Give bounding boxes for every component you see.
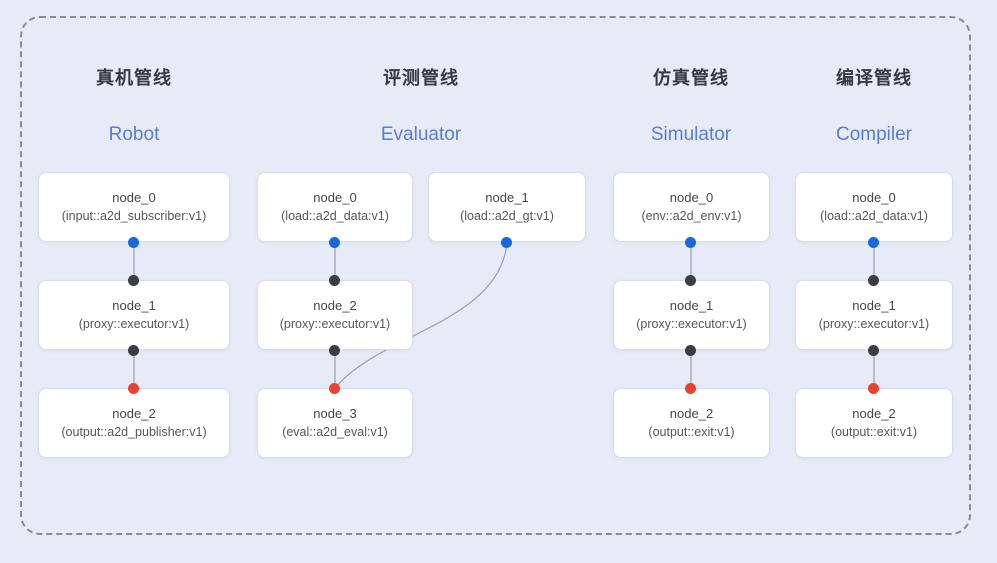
node-name: node_2	[669, 406, 714, 422]
node-type: (output::exit:v1)	[648, 424, 735, 439]
port-output-icon	[329, 345, 340, 356]
port-output-icon	[329, 237, 340, 248]
port-output-icon	[685, 345, 696, 356]
port-input-icon	[128, 275, 139, 286]
node-compiler-node0[interactable]: node_0 (load::a2d_data:v1)	[795, 172, 953, 242]
node-evaluator-node0[interactable]: node_0 (load::a2d_data:v1)	[257, 172, 413, 242]
port-output-icon	[868, 237, 879, 248]
node-type: (load::a2d_data:v1)	[820, 208, 928, 223]
node-type: (env::a2d_env:v1)	[641, 208, 742, 223]
node-simulator-node2[interactable]: node_2 (output::exit:v1)	[613, 388, 770, 458]
node-simulator-node0[interactable]: node_0 (env::a2d_env:v1)	[613, 172, 770, 242]
node-name: node_1	[852, 298, 896, 314]
port-output-icon	[128, 237, 139, 248]
dashed-border-frame	[20, 16, 971, 535]
node-type: (input::a2d_subscriber:v1)	[61, 208, 207, 223]
node-type: (load::a2d_gt:v1)	[460, 208, 554, 223]
node-evaluator-node3[interactable]: node_3 (eval::a2d_eval:v1)	[257, 388, 413, 458]
node-robot-node0[interactable]: node_0 (input::a2d_subscriber:v1)	[38, 172, 230, 242]
port-input-icon	[685, 275, 696, 286]
node-name: node_0	[313, 190, 357, 206]
node-simulator-node1[interactable]: node_1 (proxy::executor:v1)	[613, 280, 770, 350]
pipeline-title-en-simulator: Simulator	[650, 124, 732, 145]
node-name: node_0	[112, 190, 156, 206]
port-input-icon	[329, 275, 340, 286]
node-type: (proxy::executor:v1)	[279, 316, 391, 331]
node-name: node_3	[313, 406, 357, 422]
node-name: node_2	[112, 406, 156, 422]
node-robot-node1[interactable]: node_1 (proxy::executor:v1)	[38, 280, 230, 350]
node-name: node_1	[112, 298, 156, 314]
pipeline-title-en-compiler: Compiler	[835, 124, 913, 145]
node-compiler-node1[interactable]: node_1 (proxy::executor:v1)	[795, 280, 953, 350]
node-type: (output::exit:v1)	[830, 424, 918, 439]
node-robot-node2[interactable]: node_2 (output::a2d_publisher:v1)	[38, 388, 230, 458]
port-input-icon	[868, 275, 879, 286]
port-output-icon	[128, 345, 139, 356]
pipeline-title-en-evaluator: Evaluator	[380, 124, 462, 145]
port-output-icon	[685, 237, 696, 248]
node-type: (proxy::executor:v1)	[636, 316, 747, 331]
pipeline-title-en-robot: Robot	[108, 124, 160, 145]
node-name: node_0	[852, 190, 896, 206]
node-evaluator-node1[interactable]: node_1 (load::a2d_gt:v1)	[428, 172, 586, 242]
port-output-icon	[501, 237, 512, 248]
port-input-icon	[685, 383, 696, 394]
node-name: node_1	[669, 298, 714, 314]
node-name: node_2	[313, 298, 357, 314]
connector-evaluator-n1-n3-curve	[335, 242, 508, 388]
node-type: (output::a2d_publisher:v1)	[61, 424, 207, 439]
node-type: (eval::a2d_eval:v1)	[282, 424, 388, 439]
node-evaluator-node2[interactable]: node_2 (proxy::executor:v1)	[257, 280, 413, 350]
node-name: node_0	[669, 190, 714, 206]
node-name: node_2	[852, 406, 896, 422]
node-name: node_1	[485, 190, 529, 206]
pipeline-title-zh-robot: 真机管线	[96, 68, 172, 88]
node-type: (proxy::executor:v1)	[78, 316, 190, 331]
node-compiler-node2[interactable]: node_2 (output::exit:v1)	[795, 388, 953, 458]
port-output-icon	[868, 345, 879, 356]
pipeline-title-zh-evaluator: 评测管线	[383, 68, 459, 88]
node-type: (load::a2d_data:v1)	[281, 208, 389, 223]
pipeline-title-zh-simulator: 仿真管线	[653, 68, 729, 88]
pipeline-title-zh-compiler: 编译管线	[836, 68, 912, 88]
port-input-icon	[329, 383, 340, 394]
node-type: (proxy::executor:v1)	[818, 316, 930, 331]
port-input-icon	[868, 383, 879, 394]
port-input-icon	[128, 383, 139, 394]
